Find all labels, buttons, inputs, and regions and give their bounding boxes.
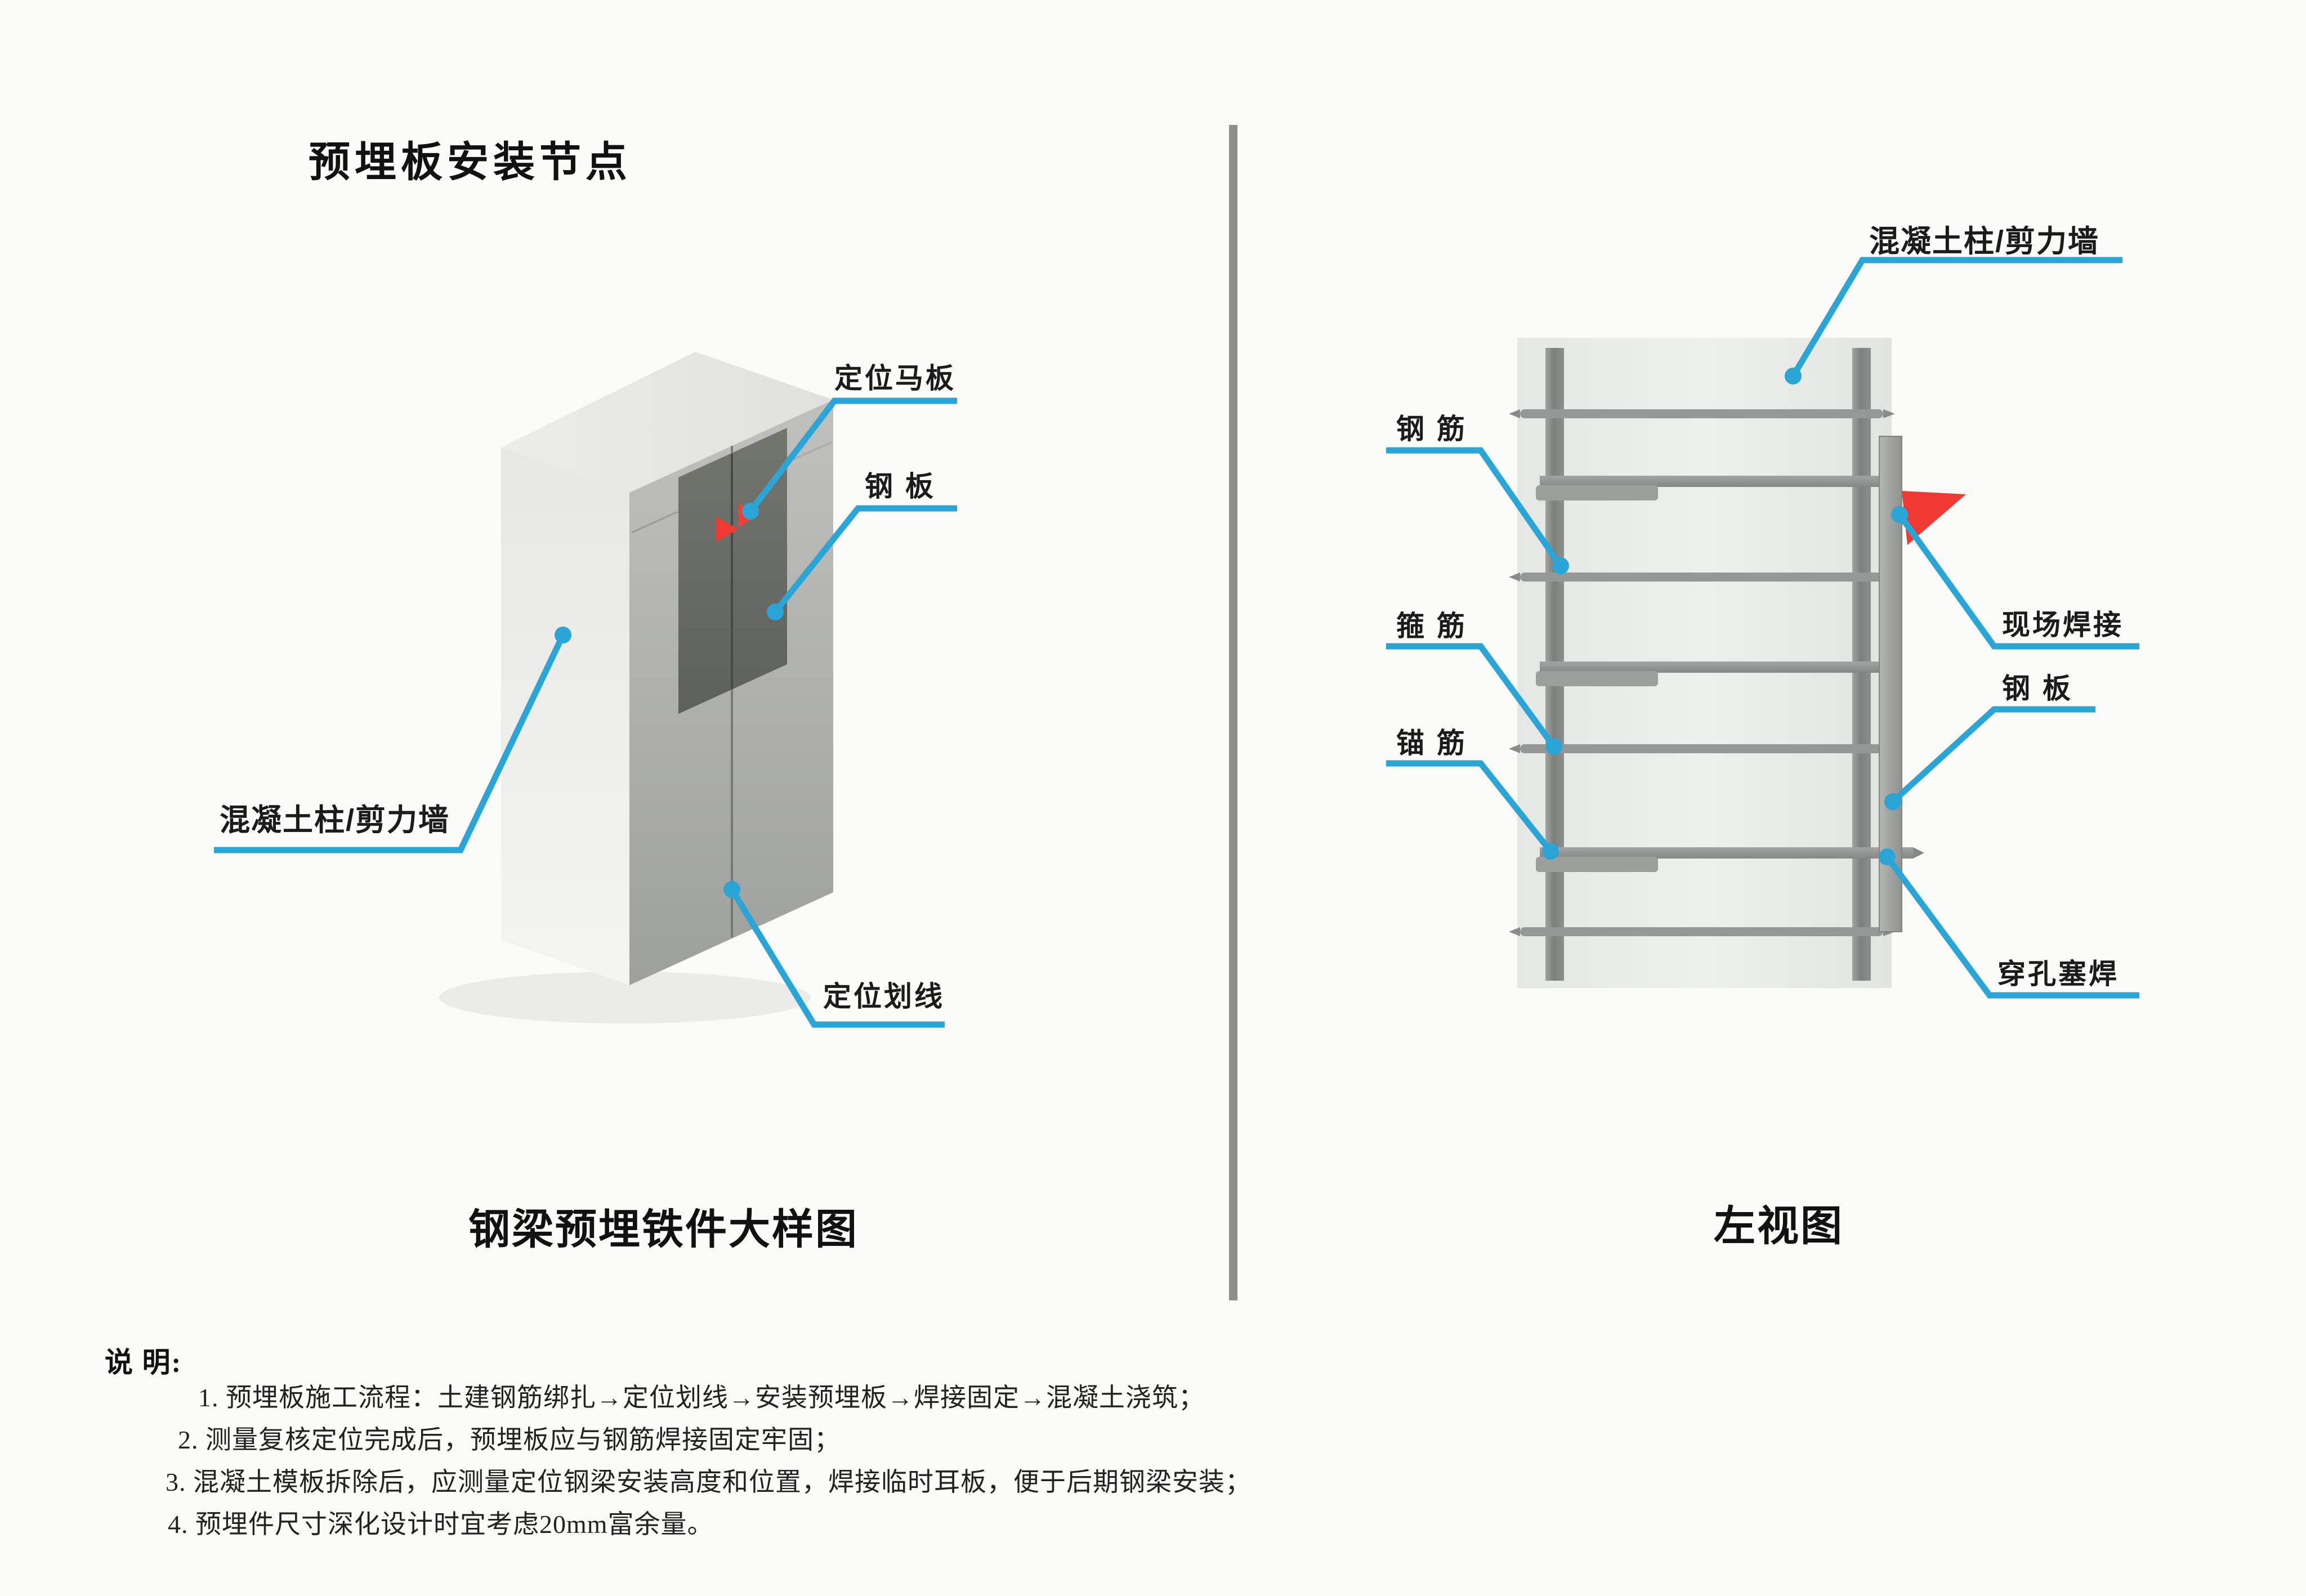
right-diagram bbox=[1509, 338, 1966, 988]
setout-line-left-segment bbox=[631, 511, 678, 534]
anchor-bar-2 bbox=[1536, 661, 1880, 686]
left-diagram-leaders bbox=[214, 397, 957, 1028]
column-shadow bbox=[439, 972, 811, 1023]
label-rebar: 钢 筋 bbox=[1396, 413, 1467, 445]
dot-concrete-wall-left bbox=[555, 627, 571, 643]
column-top-face bbox=[501, 352, 833, 493]
notes-heading: 说 明: bbox=[105, 1347, 182, 1378]
column-left-face bbox=[501, 448, 629, 985]
note-line-2: 2. 测量复核定位完成后，预埋板应与钢筋焊接固定牢固； bbox=[178, 1425, 841, 1454]
label-steel-plate-left: 钢 板 bbox=[865, 471, 936, 502]
left-diagram-column bbox=[439, 352, 833, 1023]
leader-plug-welding bbox=[1884, 855, 2139, 999]
leader-positioning-horse-plate bbox=[748, 397, 957, 513]
center-divider bbox=[1229, 125, 1237, 1300]
dot-stirrup bbox=[1545, 738, 1562, 755]
leader-concrete-wall-right bbox=[1790, 257, 2122, 378]
leader-concrete-wall-left bbox=[214, 633, 566, 853]
leader-rebar bbox=[1386, 447, 1563, 568]
site-weld-marker bbox=[1902, 491, 1966, 545]
note-line-3: 3. 混凝土模板拆除后，应测量定位钢梁安装高度和位置，焊接临时耳板，便于后期钢梁… bbox=[166, 1468, 1252, 1496]
stirrup-bar-2 bbox=[1509, 573, 1895, 582]
label-anchor-bar: 锚 筋 bbox=[1396, 727, 1467, 759]
label-stirrup: 箍 筋 bbox=[1396, 610, 1467, 642]
dot-positioning-line bbox=[723, 881, 740, 898]
note-line-4: 4. 预埋件尺寸深化设计时宜考虑20mm富余量。 bbox=[168, 1510, 714, 1539]
dot-site-welding bbox=[1891, 506, 1908, 523]
right-diagram-leaders bbox=[1386, 257, 2139, 999]
leader-positioning-line bbox=[729, 888, 945, 1028]
label-concrete-wall-right: 混凝土柱/剪力墙 bbox=[1869, 225, 2100, 258]
leader-stirrup bbox=[1386, 643, 1557, 749]
dot-plug-welding bbox=[1879, 848, 1896, 865]
leader-site-welding bbox=[1897, 512, 2139, 650]
anchor-bar-1 bbox=[1536, 476, 1880, 500]
label-plug-welding: 穿孔塞焊 bbox=[1997, 958, 2119, 990]
leader-anchor-bar bbox=[1386, 760, 1553, 853]
left-diagram-caption: 钢梁预埋铁件大样图 bbox=[468, 1207, 859, 1253]
label-steel-plate-right: 钢 板 bbox=[2002, 673, 2073, 704]
horse-plate-marker-left bbox=[716, 517, 739, 542]
label-site-welding: 现场焊接 bbox=[2002, 609, 2124, 641]
label-positioning-horse-plate: 定位马板 bbox=[834, 363, 956, 394]
dot-rebar bbox=[1552, 557, 1569, 574]
label-positioning-line: 定位划线 bbox=[823, 981, 945, 1012]
stirrup-bar-1 bbox=[1509, 409, 1895, 418]
dot-anchor-bar bbox=[1542, 843, 1559, 860]
anchor-bars bbox=[1536, 476, 1924, 872]
dot-concrete-wall-right bbox=[1785, 368, 1802, 385]
dot-steel-plate-right bbox=[1884, 793, 1901, 810]
page-title: 预埋板安装节点 bbox=[309, 140, 632, 186]
stirrup-bar-3 bbox=[1509, 744, 1895, 753]
setout-line-right-segment bbox=[788, 441, 833, 463]
dot-positioning-horse-plate bbox=[742, 503, 759, 520]
anchor-bar-3 bbox=[1536, 847, 1924, 872]
right-diagram-leader-dots bbox=[1542, 368, 1908, 865]
right-diagram-caption: 左视图 bbox=[1714, 1204, 1844, 1250]
left-diagram-leader-dots bbox=[555, 503, 784, 898]
stirrup-bar-4 bbox=[1509, 927, 1895, 936]
stirrup-bars bbox=[1509, 409, 1895, 936]
note-line-1: 1. 预埋板施工流程：土建钢筋绑扎→定位划线→安装预埋板→焊接固定→混凝土浇筑； bbox=[198, 1383, 1205, 1412]
dot-steel-plate-left bbox=[767, 603, 784, 620]
leader-steel-plate-right bbox=[1891, 706, 2095, 804]
label-concrete-wall-left: 混凝土柱/剪力墙 bbox=[220, 803, 450, 837]
leader-steel-plate-left bbox=[772, 505, 957, 614]
